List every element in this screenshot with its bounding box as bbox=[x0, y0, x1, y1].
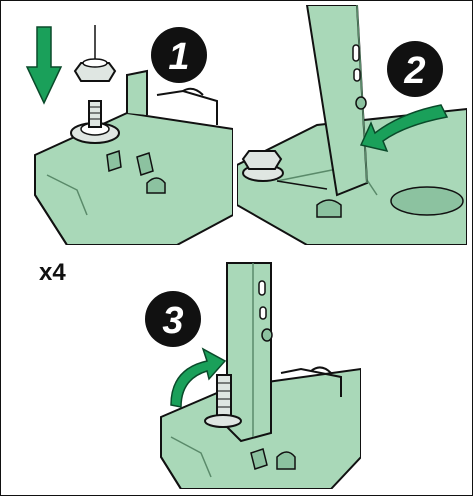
down-arrow-icon bbox=[25, 26, 63, 105]
step-1-number: 1 bbox=[168, 36, 189, 78]
nut-icon bbox=[73, 62, 117, 82]
step-3-badge: 3 bbox=[145, 291, 201, 347]
step-2-badge: 2 bbox=[387, 41, 443, 97]
step-1-illustration: 1 bbox=[25, 25, 233, 245]
washer-icon bbox=[204, 414, 242, 428]
step-2-illustration: 2 bbox=[237, 5, 467, 245]
curved-arrow-icon bbox=[359, 104, 449, 153]
step-2-panel: 2 bbox=[237, 5, 467, 245]
step-3-number: 3 bbox=[162, 300, 183, 342]
step-1-badge: 1 bbox=[151, 27, 207, 83]
step-3-illustration: 3 bbox=[145, 262, 361, 489]
bolt-icon bbox=[88, 100, 102, 128]
step-1-panel: 1 bbox=[7, 5, 233, 245]
base-plate bbox=[34, 111, 233, 245]
rotate-arrow-icon bbox=[170, 347, 227, 408]
step-3-panel: 3 bbox=[141, 257, 361, 489]
nut-icon bbox=[241, 150, 283, 170]
repeat-count-label: x4 bbox=[39, 259, 66, 286]
bolt-icon bbox=[216, 374, 232, 420]
step-2-number: 2 bbox=[403, 50, 425, 92]
